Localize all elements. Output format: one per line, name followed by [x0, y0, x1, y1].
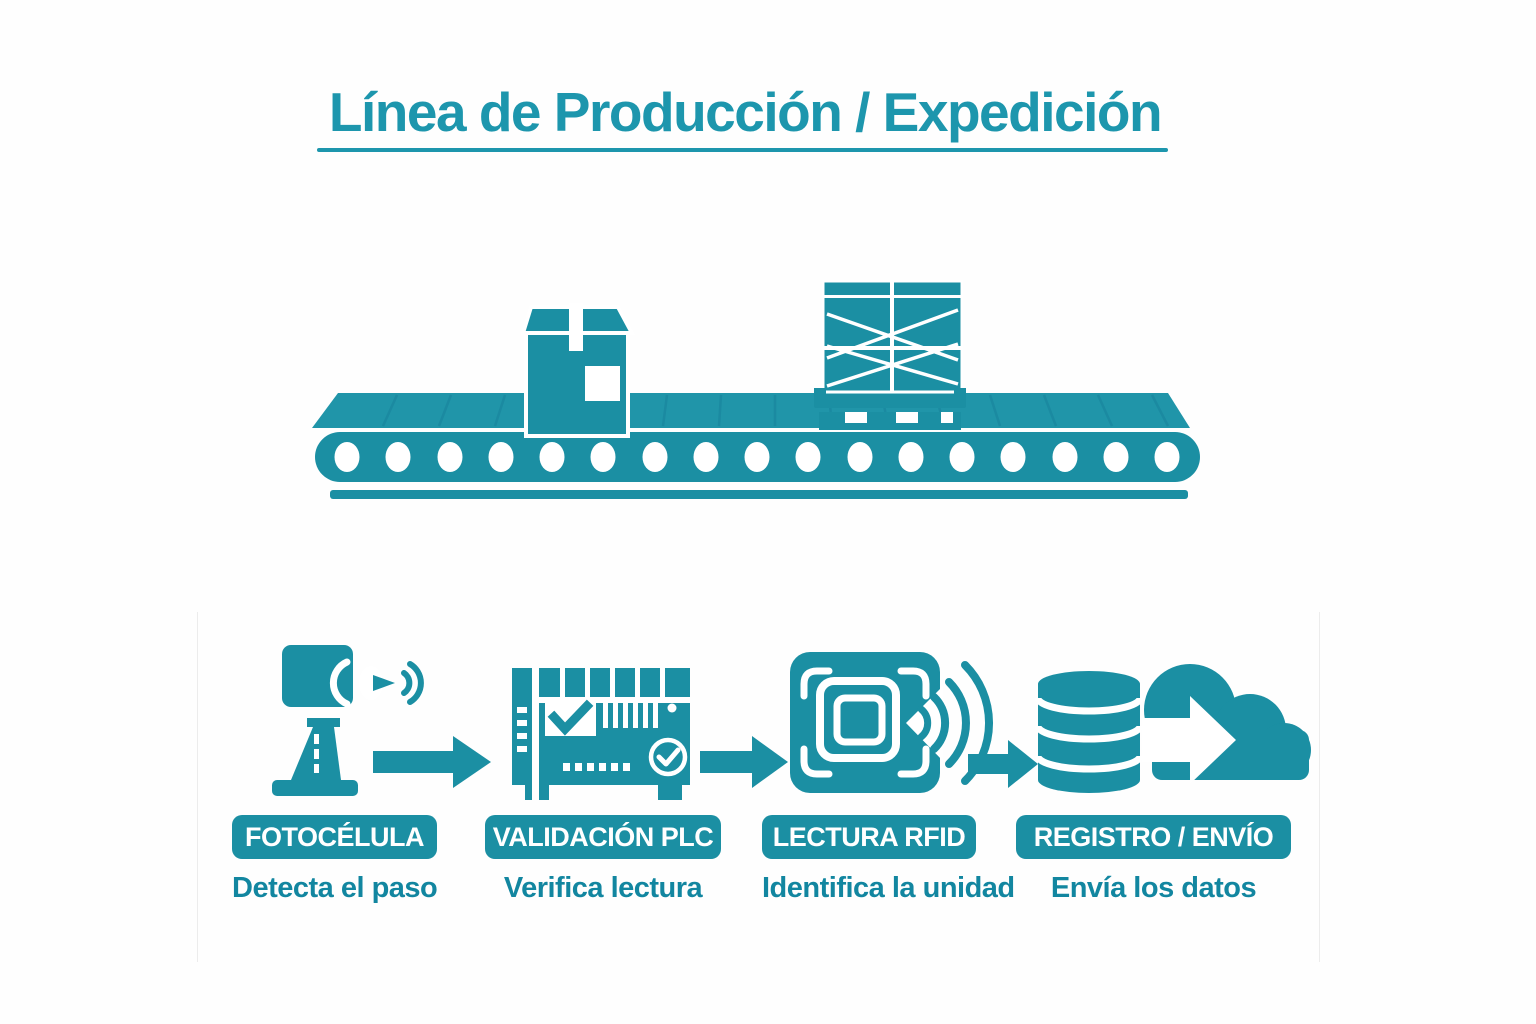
- belt-lower-bar: [330, 490, 1188, 499]
- flow-arrow-icon: [373, 736, 491, 788]
- step-caption-registro-envio: Envía los datos: [1050, 872, 1257, 904]
- step-caption-lectura-rfid: Identifica la unidad: [762, 872, 1015, 904]
- step-label-registro-envio: REGISTRO / ENVÍO: [1016, 815, 1291, 859]
- box-icon: [520, 303, 636, 438]
- roller-holes: [334, 442, 1180, 472]
- photocell-icon: [272, 645, 424, 796]
- step-label-fotocelula: FOTOCÉLULA: [232, 815, 437, 859]
- left-canvas-edge: [197, 612, 198, 962]
- step-caption-validacion-plc: Verifica lectura: [503, 872, 703, 904]
- right-canvas-edge: [1319, 612, 1320, 962]
- flow-arrow-icon: [700, 736, 788, 788]
- title-underline: [317, 148, 1168, 152]
- plc-icon: [512, 668, 690, 800]
- wrapped-pallet-icon: [814, 279, 966, 430]
- database-cloud-icon: [1034, 664, 1311, 793]
- page-title: Línea de Producción / Expedición: [328, 81, 1163, 143]
- step-label-lectura-rfid: LECTURA RFID: [762, 815, 976, 859]
- step-caption-fotocelula: Detecta el paso: [232, 872, 438, 904]
- rfid-icon: [790, 652, 994, 793]
- flow-arrow-icon: [968, 740, 1038, 788]
- step-label-validacion-plc: VALIDACIÓN PLC: [485, 815, 721, 859]
- database-icon: [1034, 671, 1144, 793]
- send-arrow-icon: [1142, 696, 1236, 784]
- conveyor-belt-icon: [312, 279, 1200, 499]
